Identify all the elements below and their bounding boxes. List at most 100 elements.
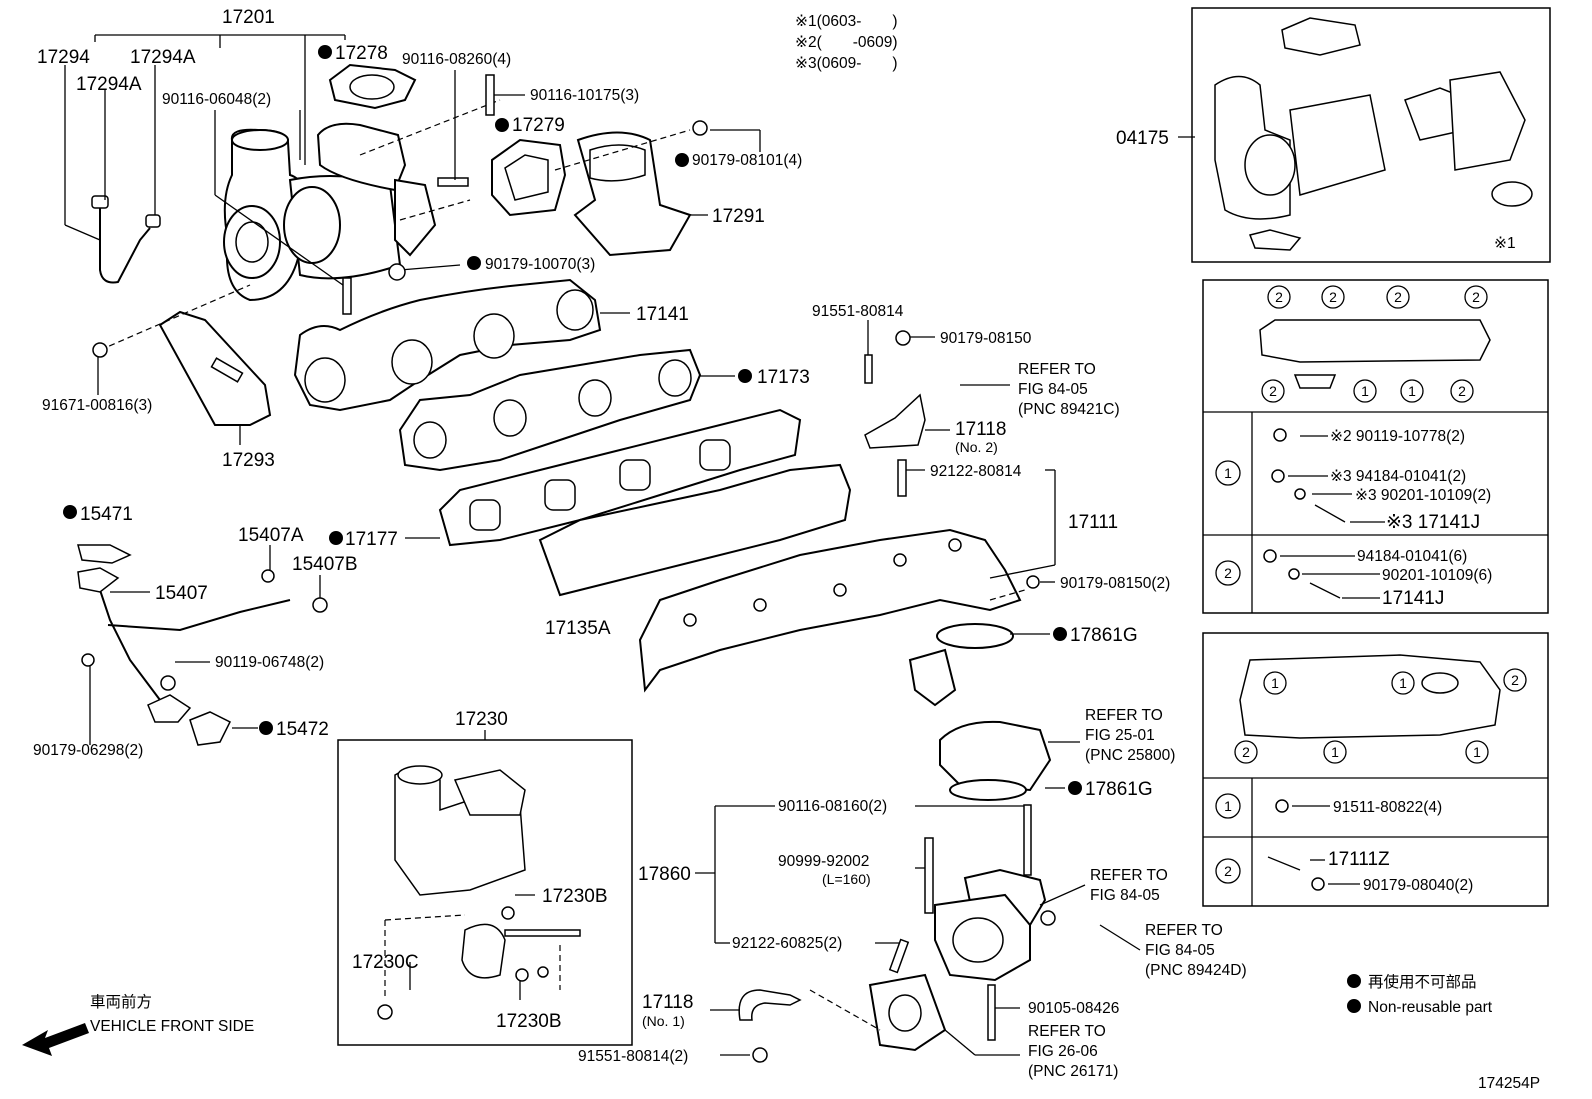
note-1: ※1(0603- ) <box>795 13 898 30</box>
notes: ※1(0603- ) ※2( -0609) ※3(0609- ) <box>795 13 898 72</box>
table1-markers <box>1215 285 1488 586</box>
refer-84-05-a-line3: (PNC 89421C) <box>1018 401 1120 418</box>
table2-row2-b: 90179-08040(2) <box>1363 877 1473 894</box>
label-15407: 15407 <box>155 583 208 604</box>
label-90999-92002: 90999-92002 <box>778 853 869 870</box>
label-17230B-1: 17230B <box>542 886 608 907</box>
label-90119-06748: 90119-06748(2) <box>215 654 324 671</box>
egr-valve-assembly <box>908 623 1052 801</box>
label-15407A: 15407A <box>238 525 304 546</box>
table-exhaust-bolts <box>1202 279 1549 614</box>
svg-text:2: 2 <box>1458 383 1466 399</box>
label-90116-06048: 90116-06048(2) <box>162 91 271 108</box>
table-intake-bolts <box>1202 632 1549 907</box>
refer-84-05-c-line2: FIG 84-05 <box>1145 942 1215 959</box>
refer-26-06-line3: (PNC 26171) <box>1028 1063 1118 1080</box>
sensor-17118-no1 <box>738 989 802 1021</box>
label-90179-10070: 90179-10070(3) <box>485 256 595 273</box>
dashed-guides <box>99 99 1026 1031</box>
svg-text:2: 2 <box>1329 289 1337 305</box>
refer-25-01-line3: (PNC 25800) <box>1085 747 1175 764</box>
table2-text: 1 1 2 2 1 1 1 2 91511-80822(4) 17111Z 90… <box>1224 672 1519 894</box>
label-91551-80814-bot: 91551-80814(2) <box>578 1048 688 1065</box>
throttle-body-17860 <box>868 868 1047 1052</box>
label-15471: 15471 <box>80 504 133 525</box>
refer-84-05-b-line1: REFER TO <box>1090 867 1168 884</box>
label-17141: 17141 <box>636 304 689 325</box>
svg-text:2: 2 <box>1394 289 1402 305</box>
exhaust-manifold-17141 <box>293 278 602 412</box>
label-17294A-2: 17294A <box>76 74 142 95</box>
legend-jp: 再使用不可部品 <box>1368 973 1477 991</box>
inset-exhaust-manifold <box>1259 319 1491 389</box>
label-91671-00816: 91671-00816(3) <box>42 397 152 414</box>
table2-row2-marker: 2 <box>1224 863 1232 879</box>
label-90179-08150: 90179-08150 <box>940 330 1032 347</box>
svg-text:1: 1 <box>1361 383 1369 399</box>
label-17118-no1-sub: (No. 1) <box>642 1013 685 1029</box>
inset-intake-manifold <box>1239 654 1501 739</box>
table1-row1-marker: 1 <box>1224 465 1232 481</box>
label-17291: 17291 <box>712 206 765 227</box>
label-90105-08426: 90105-08426 <box>1028 1000 1119 1017</box>
label-90179-06298: 90179-06298(2) <box>33 742 143 759</box>
label-17177: 17177 <box>345 529 398 550</box>
leader-lines <box>64 34 1195 1056</box>
svg-text:2: 2 <box>1275 289 1283 305</box>
turbocharger-assembly <box>223 122 469 302</box>
label-90116-08260: 90116-08260(4) <box>402 51 511 68</box>
table1-row1-a: ※2 90119-10778(2) <box>1330 428 1465 445</box>
egr-cooler-pipe-15407 <box>77 544 291 746</box>
note-2: ※2( -0609) <box>795 34 898 51</box>
gasket-17173 <box>398 348 702 472</box>
figure-id: 174254P <box>1478 1075 1540 1092</box>
table2-markers <box>1215 668 1527 884</box>
gasket-17177 <box>438 408 802 547</box>
label-17230: 17230 <box>455 709 508 730</box>
table-bolt-icons <box>1263 428 1385 891</box>
refer-25-01-line2: FIG 25-01 <box>1085 727 1155 744</box>
label-17135A: 17135A <box>545 618 611 639</box>
table1-row2-b: 90201-10109(6) <box>1382 567 1492 584</box>
table1-row2-marker: 2 <box>1224 565 1232 581</box>
table1-row2-c: 17141J <box>1382 588 1444 609</box>
refer-84-05-c-line1: REFER TO <box>1145 922 1223 939</box>
heat-insulator-17135A <box>538 463 852 597</box>
svg-text:2: 2 <box>1511 672 1519 688</box>
label-17294A-1: 17294A <box>130 47 196 68</box>
inset-box-04175 <box>1191 7 1551 263</box>
label-90116-08160: 90116-08160(2) <box>778 798 887 815</box>
label-90116-10175: 90116-10175(3) <box>530 87 639 104</box>
table1-text: 2 2 2 2 2 1 1 2 1 2 ※2 90119-10778(2) ※3… <box>1224 289 1492 609</box>
part-labels: 17201 17294 17294A 17294A 90116-06048(2)… <box>33 7 1540 1092</box>
label-92122-60825: 92122-60825(2) <box>732 935 842 952</box>
label-04175: 04175 <box>1116 128 1169 149</box>
vehicle-front-en: VEHICLE FRONT SIDE <box>90 1018 254 1035</box>
label-17293: 17293 <box>222 450 275 471</box>
table1-row1-b: ※3 94184-01041(2) <box>1330 468 1466 485</box>
inset-04175 <box>1214 17 1533 251</box>
table1-row1-d: ※3 17141J <box>1386 512 1480 533</box>
label-91551-80814-top: 91551-80814 <box>812 303 904 320</box>
oil-hose <box>91 195 161 284</box>
table2-row1-a: 91511-80822(4) <box>1333 799 1442 816</box>
label-17173: 17173 <box>757 367 810 388</box>
label-90179-08101: 90179-08101(4) <box>692 152 802 169</box>
label-90999-92002-sub: (L=160) <box>822 871 871 887</box>
label-15407B: 15407B <box>292 554 358 575</box>
gasket-17279 <box>491 138 567 217</box>
label-x1: ※1 <box>1494 235 1516 252</box>
inset-17230-turbo <box>394 765 581 979</box>
svg-text:2: 2 <box>1472 289 1480 305</box>
refer-84-05-a-line1: REFER TO <box>1018 361 1096 378</box>
label-17294: 17294 <box>37 47 90 68</box>
svg-text:1: 1 <box>1408 383 1416 399</box>
svg-text:1: 1 <box>1473 744 1481 760</box>
label-17278: 17278 <box>335 43 388 64</box>
bracket-17293 <box>158 310 272 426</box>
legend: 再使用不可部品 Non-reusable part <box>1368 973 1493 1016</box>
refer-84-05-c-line3: (PNC 89424D) <box>1145 962 1247 979</box>
hardware <box>81 74 1056 1063</box>
label-17861G-2: 17861G <box>1085 779 1153 800</box>
